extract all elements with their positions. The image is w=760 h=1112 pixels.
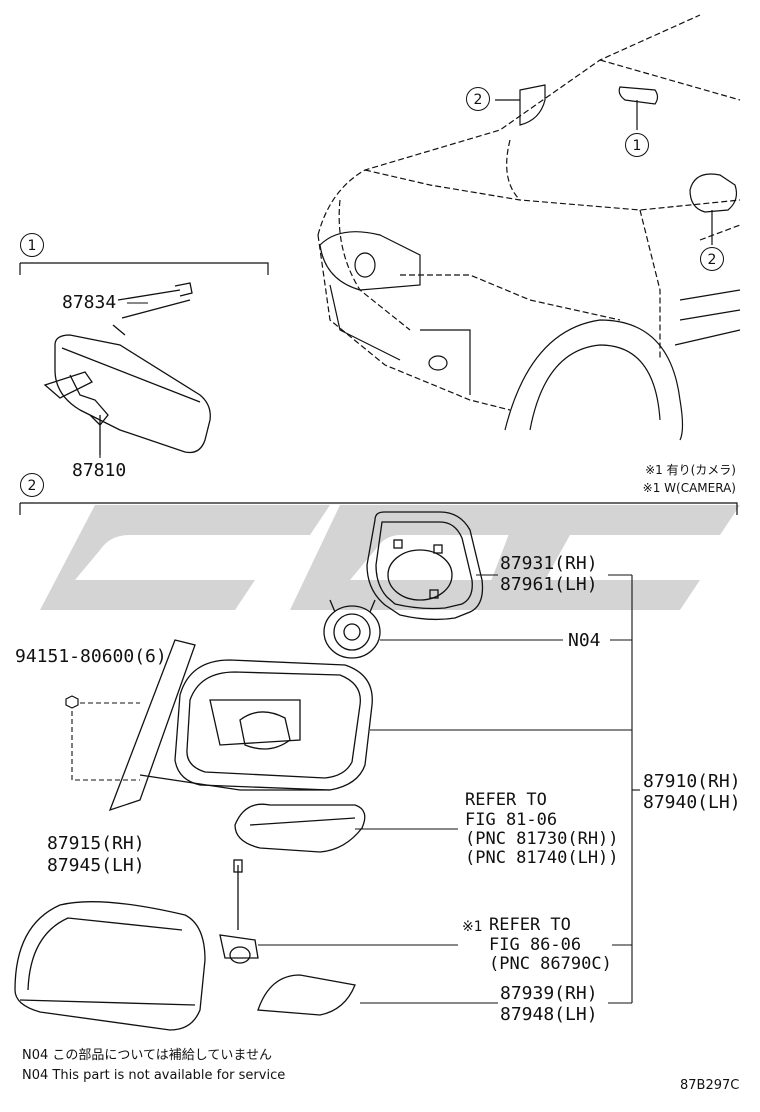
callout-section-1: 1 [20,233,44,257]
watermark-logo [40,505,740,610]
figure-code: 87B297C [680,1078,740,1093]
part-number-87915: 87915(RH) [47,833,145,854]
callout-section-2: 2 [20,473,44,497]
inner-mirror-drawing [43,282,211,455]
part-number-87910: 87910(RH) [643,771,741,792]
vehicle-detail [319,84,741,441]
n04-note-jp: N04 この部品については補給していません [22,1048,272,1063]
part-number-87945: 87945(LH) [47,855,145,876]
part-number-87834: 87834 [62,292,117,313]
ref2-line1: REFER TO [489,915,571,935]
vehicle-outline [317,14,741,411]
ref2-mark: ※1 [462,919,483,935]
ref2-line3: (PNC 86790C) [489,954,612,974]
part-number-87961: 87961(LH) [500,574,598,595]
leader-lines [99,455,640,1004]
ref1-line1: REFER TO [465,790,547,810]
mirror-cover-drawing [14,901,206,1031]
n04-note-en: N04 This part is not available for servi… [22,1068,286,1083]
callout-1-mirror: 1 [625,133,649,157]
turn-lamp-drawing [234,803,366,853]
part-number-bolt: 94151-80600(6) [15,646,167,667]
actuator-drawing [323,599,381,659]
bolt-leaders [71,702,140,781]
part-number-87939: 87939(RH) [500,983,598,1004]
bolt-drawing [65,695,79,709]
part-number-87931: 87931(RH) [500,553,598,574]
cover-strip-drawing [257,974,356,1016]
part-number-87948: 87948(LH) [500,1004,598,1025]
callout-2-side: 2 [700,247,724,271]
mirror-housing-drawing [108,639,373,812]
ref1-line2: FIG 81-06 [465,810,558,830]
part-number-87940: 87940(LH) [643,792,741,813]
ref2-line2: FIG 86-06 [489,935,582,955]
mirror-glass-drawing [366,511,484,621]
ref1-line4: (PNC 81740(LH)) [465,848,619,868]
part-number-87810: 87810 [72,460,127,481]
camera-note-en: ※1 W(CAMERA) [642,481,736,495]
callout-2-mirror: 2 [466,87,490,111]
ref1-line3: (PNC 81730(RH)) [465,829,619,849]
camera-note-jp: ※1 有り(カメラ) [645,463,736,477]
part-number-n04: N04 [568,630,601,651]
camera-drawing [219,859,259,964]
section-frames [19,262,738,515]
